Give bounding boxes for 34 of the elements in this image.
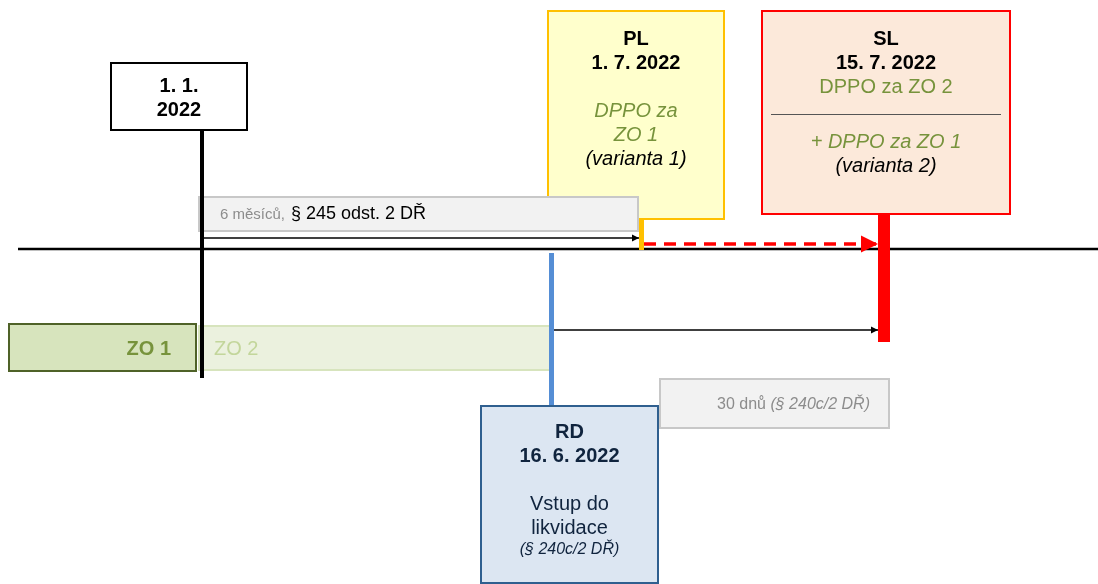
note-text: DPPO za ZO 1 <box>593 98 679 146</box>
reference-text: § 245 odst. 2 DŘ <box>291 203 427 225</box>
note-text: + DPPO za ZO 1 <box>810 129 962 153</box>
note-text: Vstup do likvidace <box>529 491 610 539</box>
variant-text: (varianta 2) <box>835 153 937 177</box>
period-bar <box>198 196 639 232</box>
reference-text: (§ 240c/2 DŘ) <box>519 539 620 559</box>
date-label: 1. 7. 2022 <box>591 50 681 74</box>
event-box <box>547 10 725 220</box>
event-box <box>480 405 659 584</box>
duration-text: 6 měsíců, <box>220 205 286 223</box>
timeline-marker <box>878 215 890 342</box>
period-label: ZO 1 <box>126 335 171 360</box>
variant-text: (varianta 1) <box>585 146 687 170</box>
timeline-marker <box>639 220 644 250</box>
date-box <box>110 62 248 131</box>
date-label: SL <box>873 26 899 50</box>
arrow <box>553 326 879 334</box>
period-label: ZO 2 <box>214 336 259 360</box>
date-label: RD <box>555 419 584 443</box>
note-text: DPPO za ZO 2 <box>819 74 953 98</box>
timeline-marker <box>549 253 554 405</box>
date-label: PL <box>623 26 649 50</box>
event-box <box>761 10 1011 215</box>
timeline-marker <box>200 131 204 378</box>
period-bar <box>659 378 890 429</box>
date-label: 15. 7. 2022 <box>835 50 937 74</box>
arrow <box>203 234 640 242</box>
date-label: 16. 6. 2022 <box>519 443 620 467</box>
duration-text: 30 dnů (§ 240c/2 DŘ) <box>717 393 870 414</box>
arrow <box>644 235 878 253</box>
date-label: 1. 1. 2022 <box>155 72 203 121</box>
period-bar <box>8 323 197 372</box>
period-bar <box>198 325 552 371</box>
